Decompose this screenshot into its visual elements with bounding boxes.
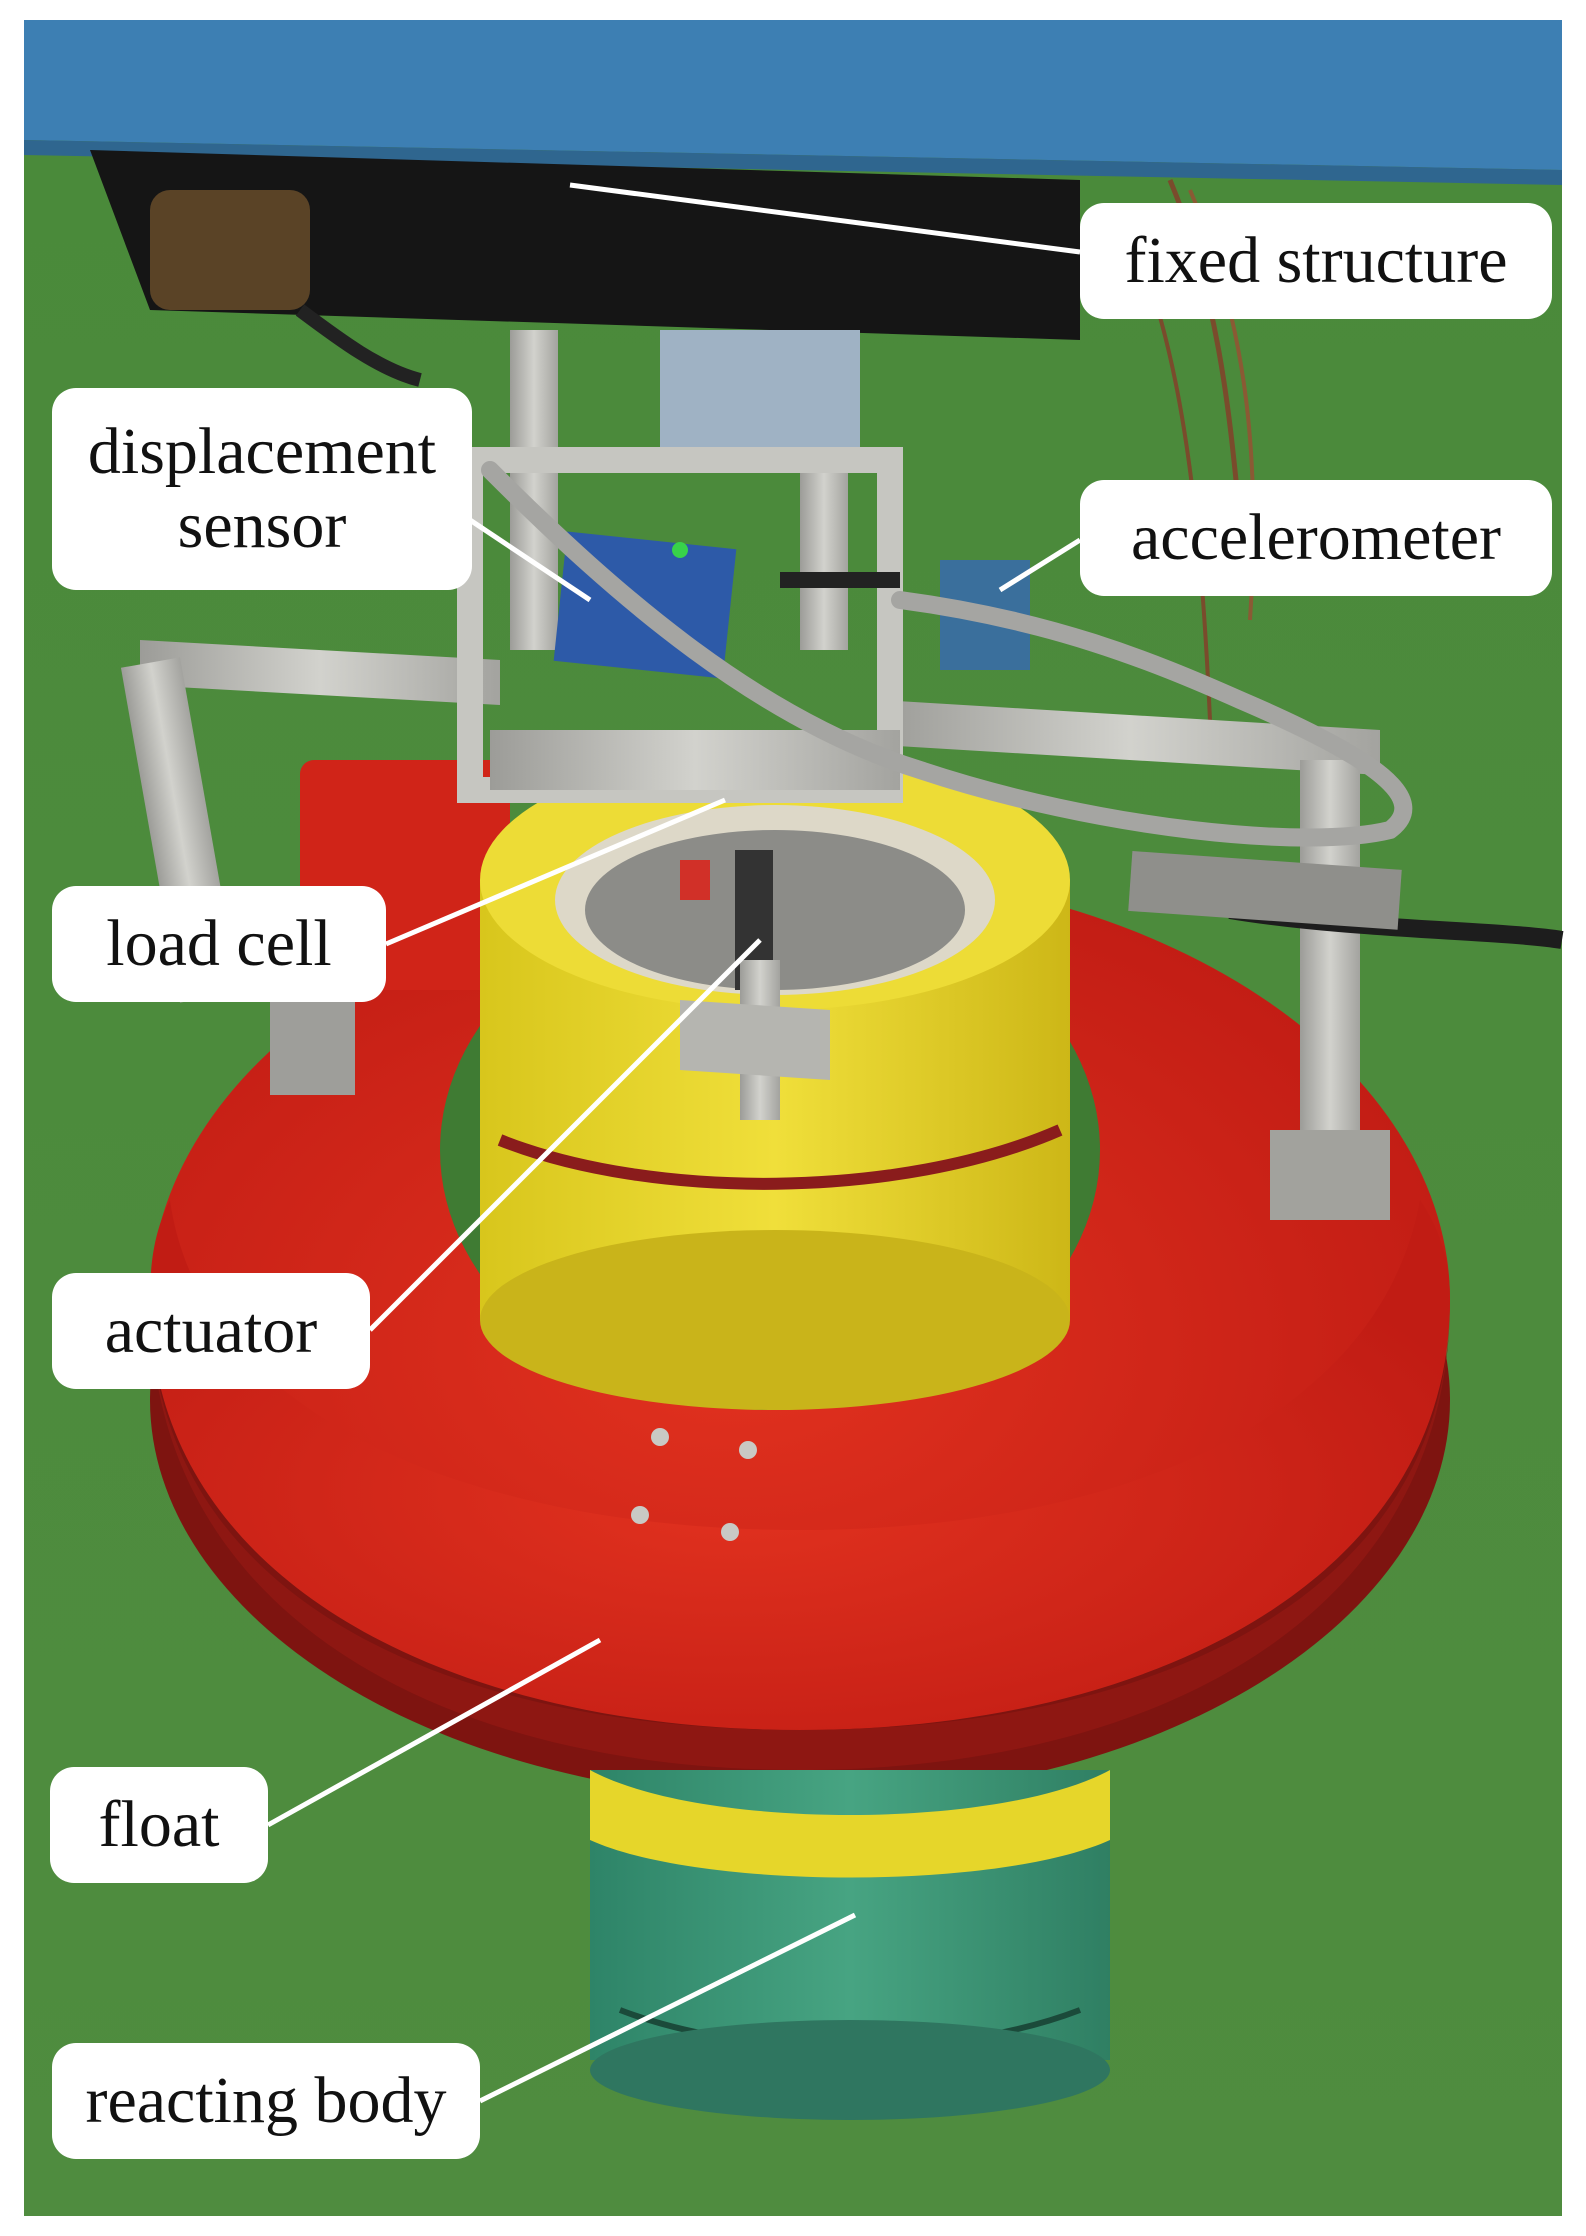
leader-accelerometer	[998, 537, 1082, 593]
leader-float	[266, 1637, 602, 1828]
label-float: float	[50, 1767, 268, 1883]
leader-load-cell	[385, 797, 726, 947]
leader-fixed-structure	[569, 182, 1081, 255]
fixed-structure-shape	[90, 150, 1080, 340]
leader-actuator	[368, 938, 762, 1332]
label-actuator: actuator	[52, 1273, 370, 1389]
leader-lines	[266, 182, 1082, 2104]
leader-displacement-sensor	[468, 517, 592, 603]
cable-connector-shape	[150, 190, 310, 310]
blue-gantry-frame	[24, 20, 1562, 170]
support-arm-left	[140, 640, 500, 705]
float-ring-front	[150, 1200, 1450, 1730]
reacting-body-yellow-band	[590, 1770, 1110, 1878]
label-reacting-body: reacting body	[52, 2043, 480, 2159]
label-accelerometer: accelerometer	[1080, 480, 1552, 596]
label-fixed-structure: fixed structure	[1080, 203, 1552, 319]
label-displacement-sensor: displacement sensor	[52, 388, 472, 590]
sensor-cable	[481, 461, 1413, 847]
leader-reacting-body	[478, 1912, 857, 2104]
label-load-cell: load cell	[52, 886, 386, 1002]
support-arm-right	[880, 700, 1380, 775]
